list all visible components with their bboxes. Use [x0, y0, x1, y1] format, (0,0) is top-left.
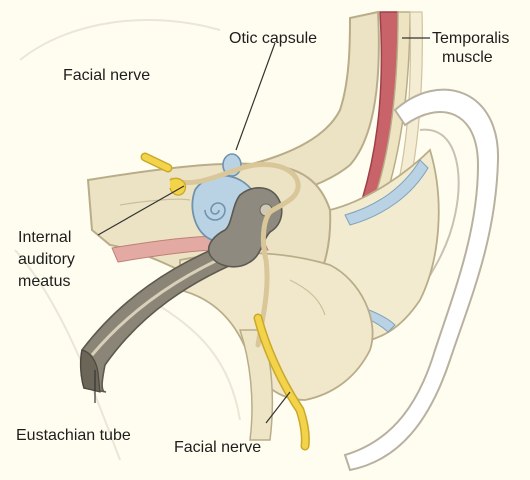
- label-internal-line2: auditory: [18, 251, 75, 268]
- label-facial-nerve-top: Facial nerve: [63, 67, 150, 84]
- label-internal-line3: meatus: [18, 273, 70, 290]
- label-facial-nerve-bottom: Facial nerve: [174, 439, 261, 456]
- label-temporalis-line1: Temporalis: [432, 30, 509, 47]
- label-eustachian-tube: Eustachian tube: [16, 427, 131, 444]
- label-internal-line1: Internal: [18, 229, 71, 246]
- label-temporalis-line2: muscle: [442, 49, 493, 66]
- label-otic-capsule: Otic capsule: [229, 30, 317, 47]
